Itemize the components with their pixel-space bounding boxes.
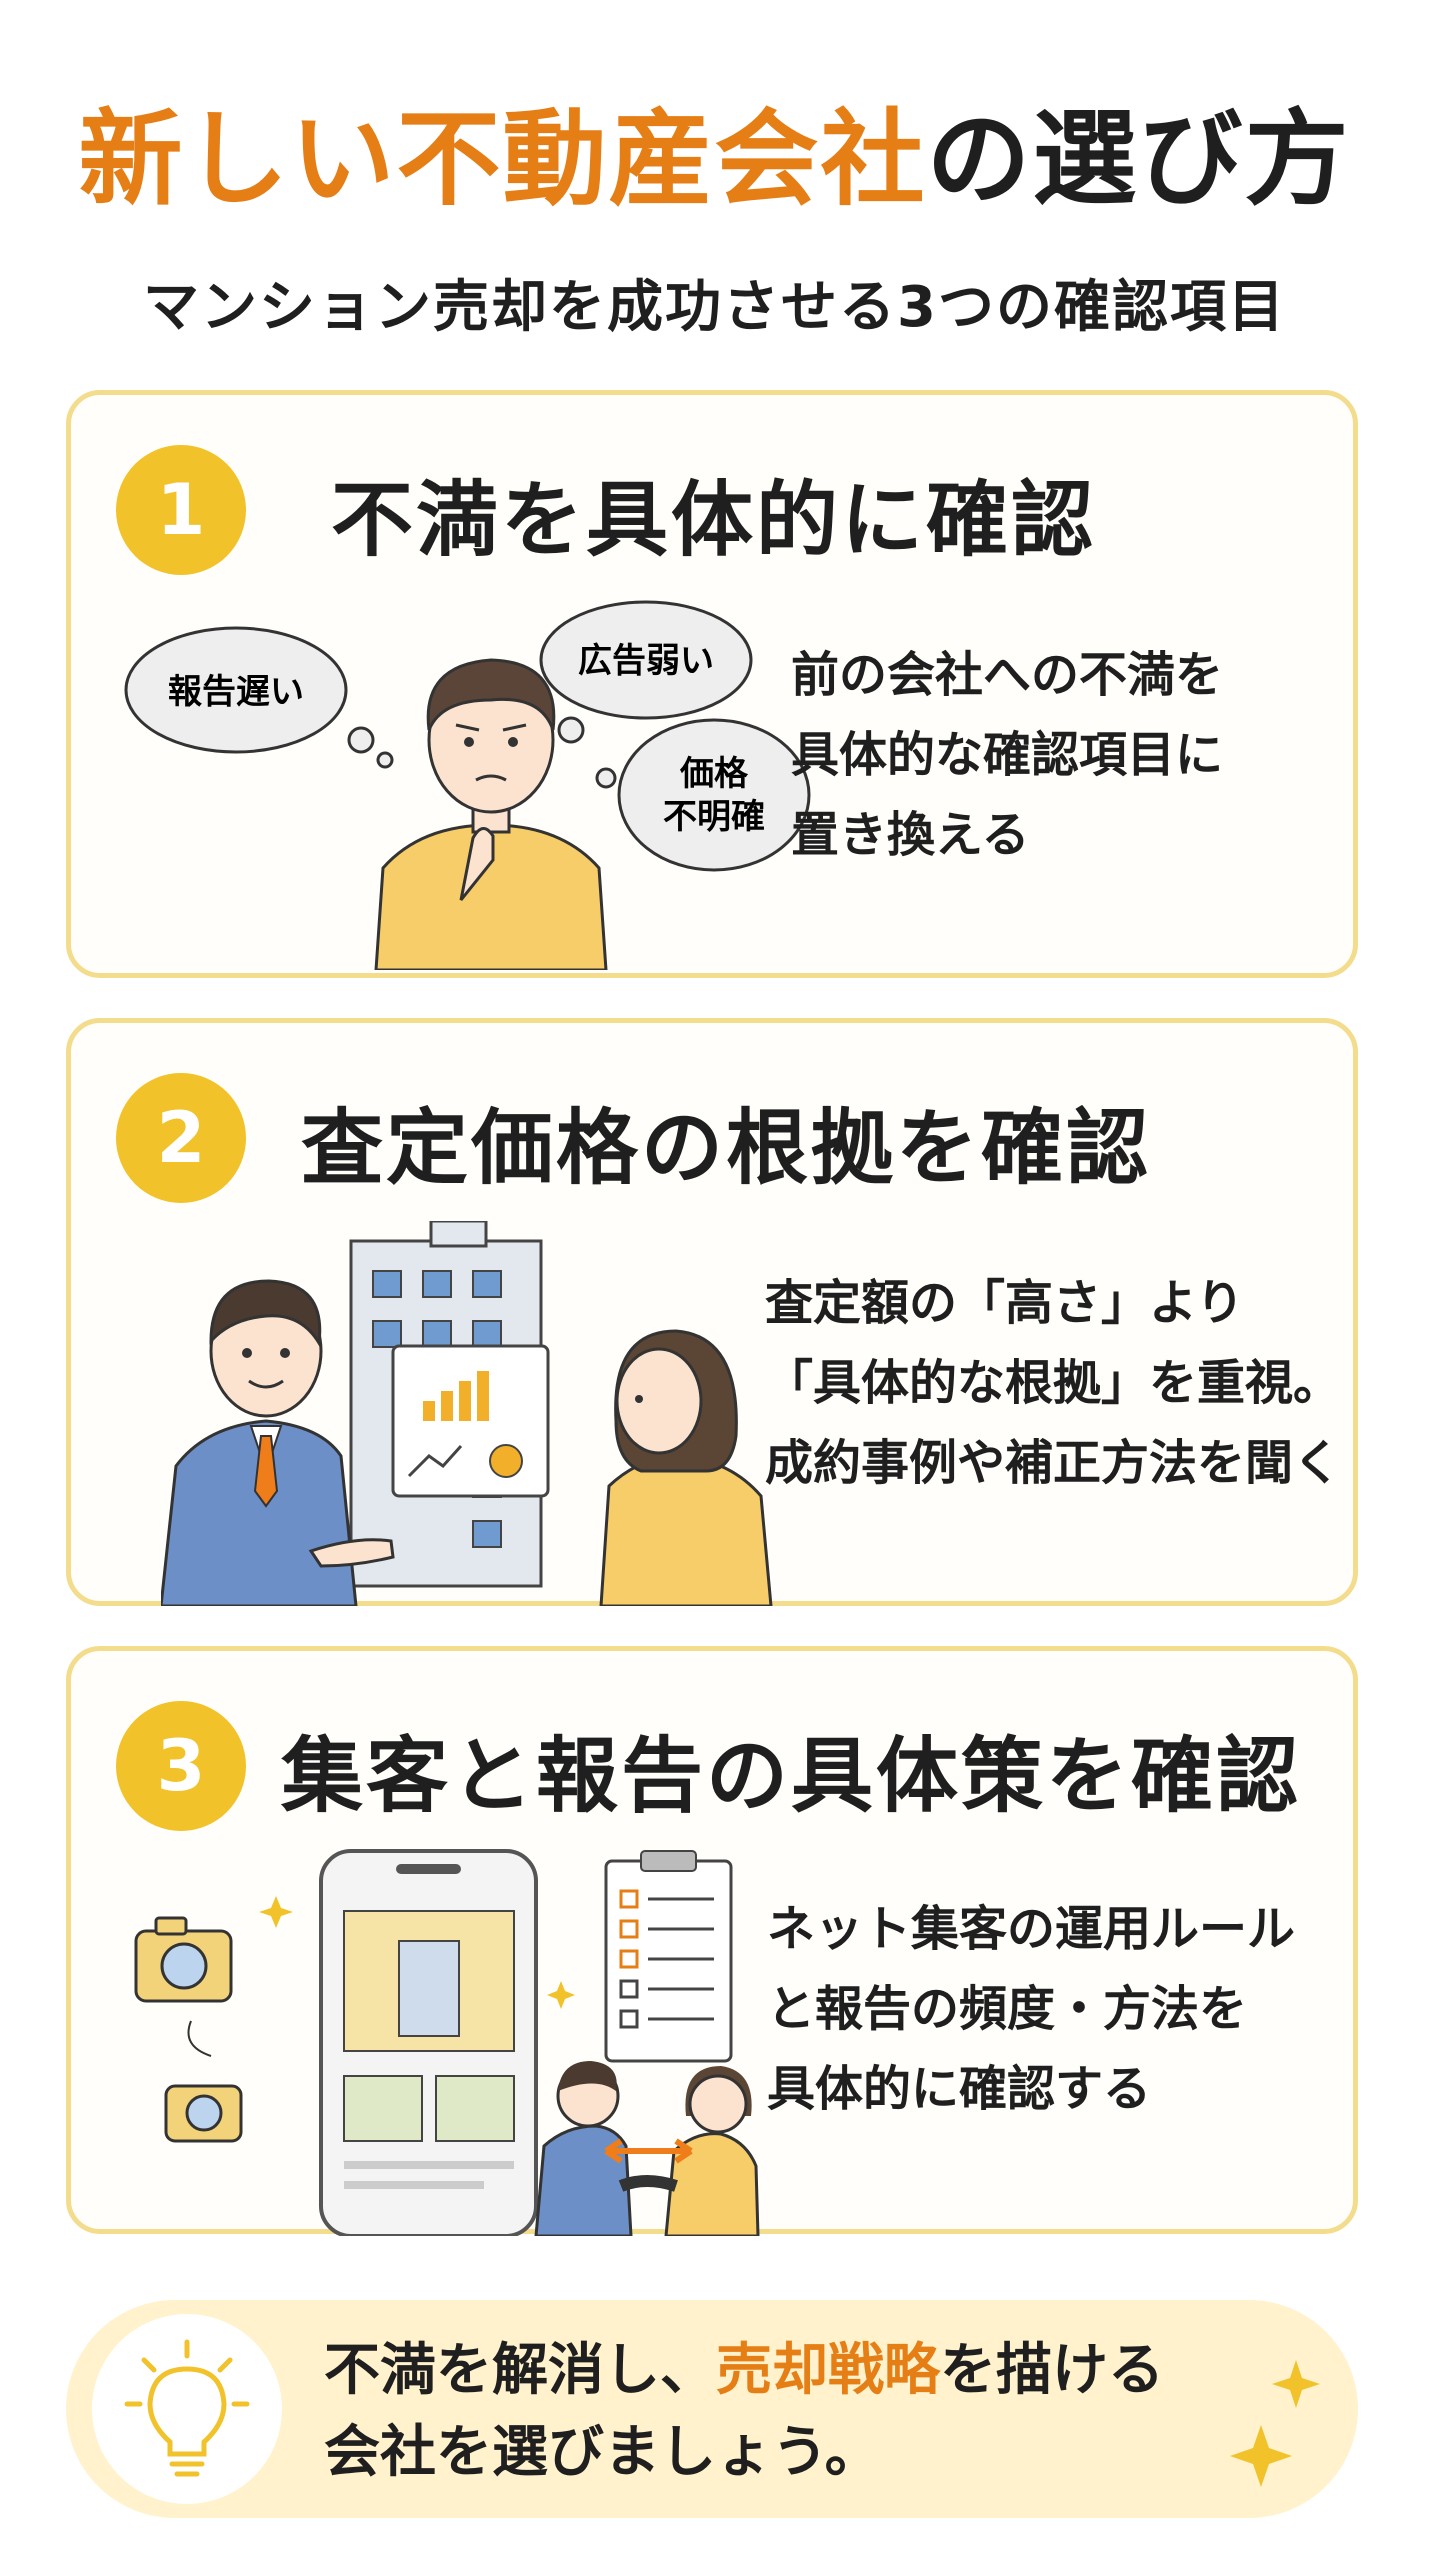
card-title: 査定価格の根拠を確認 xyxy=(301,1101,1152,1196)
confused-person-illustration: 報告遅い 広告弱い 価格 不明確 xyxy=(124,600,811,970)
conclusion-highlight: 売却戦略 xyxy=(716,2338,940,2403)
checklist-icon xyxy=(604,1850,733,2063)
description-line: と報告の頻度・方法を xyxy=(767,1981,1248,2037)
double-arrow-icon xyxy=(604,2138,693,2164)
description-line: 前の会社への不満を xyxy=(791,647,1224,703)
conclusion-text: 不満を解消し、売却戦略を描ける 会社を選びましょう。 xyxy=(324,2330,1164,2494)
arrow-icon xyxy=(187,2020,212,2057)
conclusion-text-part: 不満を解消し、 xyxy=(324,2338,716,2403)
card-description: 査定額の「高さ」より 「具体的な根拠」を重視。 成約事例や補正方法を聞く xyxy=(765,1263,1341,1503)
card-step-3: 3 集客と報告の具体策を確認 xyxy=(66,1646,1358,2236)
camera-icon xyxy=(164,2084,243,2143)
description-line: 「具体的な根拠」を重視。 xyxy=(765,1355,1342,1411)
bubble-label: 価格 xyxy=(679,754,749,794)
agent-figure xyxy=(161,1279,395,1606)
page-title-rest: の選び方 xyxy=(926,98,1351,220)
bubble-label: 広告弱い xyxy=(578,641,714,681)
conclusion-text-part: を描ける xyxy=(940,2338,1164,2403)
page-title: 新しい不動産会社の選び方 xyxy=(0,98,1429,220)
bubble-label: 不明確 xyxy=(663,797,765,837)
sparkle-icon xyxy=(1230,2360,1320,2487)
lightbulb-badge xyxy=(92,2314,282,2504)
agent-explaining-illustration xyxy=(161,1221,773,1606)
card-step-1: 1 不満を具体的に確認 報告遅い 広告弱い 価格 不明確 xyxy=(66,390,1358,978)
handshake-figures xyxy=(534,2061,760,2236)
description-line: 成約事例や補正方法を聞く xyxy=(765,1435,1342,1491)
card-description: 前の会社への不満を 具体的な確認項目に 置き換える xyxy=(791,635,1223,875)
person-figure xyxy=(374,658,608,970)
page-title-accent: 新しい不動産会社 xyxy=(78,98,927,220)
sparkle-icon xyxy=(547,1981,575,2009)
card-description: ネット集客の運用ルール と報告の頻度・方法を 具体的に確認する xyxy=(767,1889,1295,2129)
description-line: 具体的な確認項目に xyxy=(791,727,1224,783)
description-line: 査定額の「高さ」より xyxy=(765,1275,1245,1331)
step-number-badge: 1 xyxy=(116,445,246,575)
page-subtitle: マンション売却を成功させる3つの確認項目 xyxy=(143,275,1286,340)
step-number-badge: 2 xyxy=(116,1073,246,1203)
lightbulb-icon xyxy=(124,2339,250,2477)
description-line: ネット集客の運用ルール xyxy=(767,1901,1296,1957)
description-line: 置き換える xyxy=(791,807,1030,863)
card-title: 集客と報告の具体策を確認 xyxy=(281,1729,1302,1824)
sparkle-icon xyxy=(259,1896,293,1928)
smartphone-icon xyxy=(319,1849,538,2236)
thought-bubble: 広告弱い xyxy=(539,600,753,744)
report-chart-icon xyxy=(391,1344,550,1498)
step-number-badge: 3 xyxy=(116,1701,246,1831)
conclusion-banner: 不満を解消し、売却戦略を描ける 会社を選びましょう。 xyxy=(66,2300,1358,2518)
card-title: 不満を具体的に確認 xyxy=(331,473,1097,568)
bubble-label: 報告遅い xyxy=(168,672,304,712)
client-figure xyxy=(599,1329,773,1606)
conclusion-line-1: 不満を解消し、売却戦略を描ける xyxy=(324,2330,1164,2412)
thought-bubble: 報告遅い xyxy=(124,626,394,769)
conclusion-line-2: 会社を選びましょう。 xyxy=(324,2420,881,2485)
marketing-report-illustration xyxy=(134,1849,760,2236)
thought-bubble: 価格 不明確 xyxy=(595,718,811,872)
card-step-2: 2 査定価格の根拠を確認 xyxy=(66,1018,1358,1606)
camera-icon xyxy=(134,1916,233,2003)
description-line: 具体的に確認する xyxy=(767,2061,1152,2117)
